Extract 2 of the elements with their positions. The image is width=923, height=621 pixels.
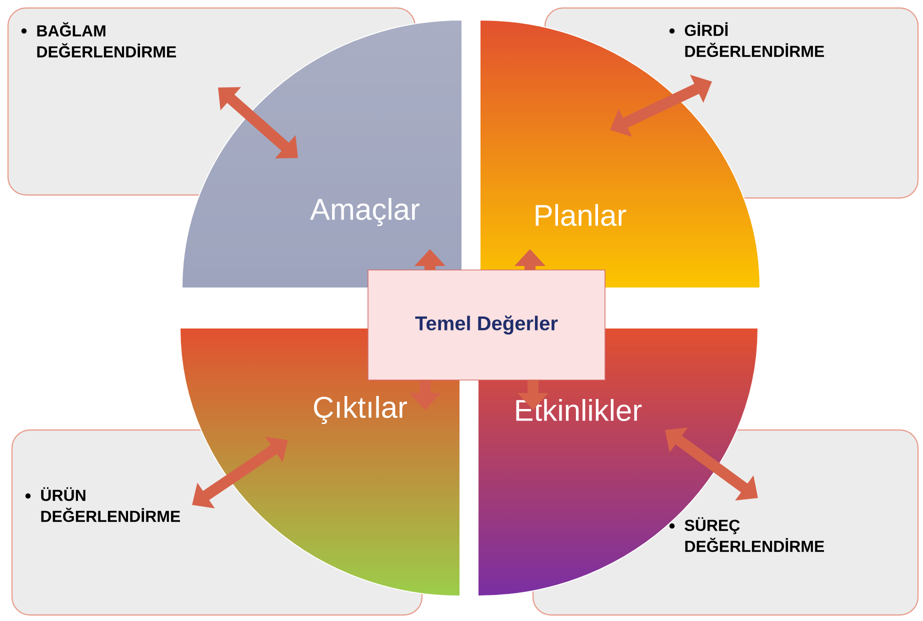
center-box: Temel Değerler: [368, 270, 606, 380]
double-arrow: [218, 87, 298, 158]
